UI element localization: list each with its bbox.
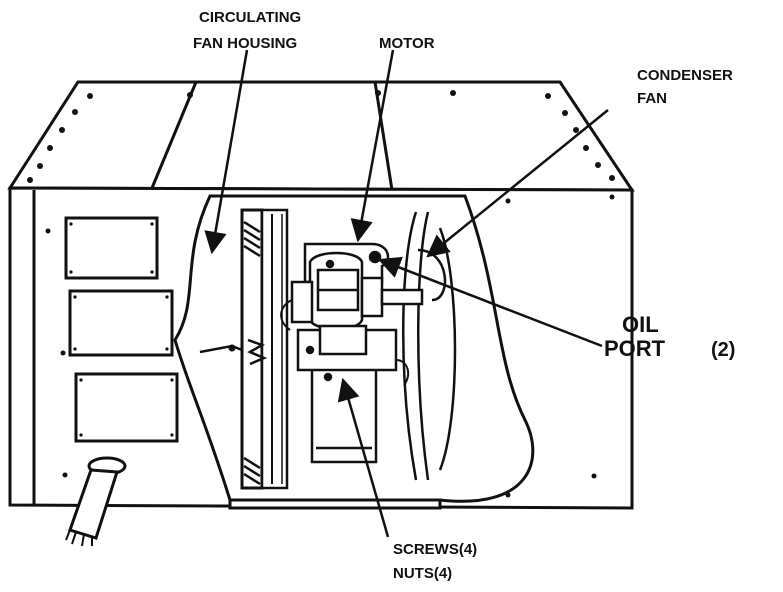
top-bolts xyxy=(27,90,615,183)
leader-condenser-fan xyxy=(426,109,609,258)
leader-motor xyxy=(350,49,395,243)
power-cord xyxy=(65,456,127,547)
leader-oil-port xyxy=(377,256,603,348)
label-circulating-line1: CIRCULATING xyxy=(199,9,302,26)
side-access-plates xyxy=(64,216,179,443)
label-oil-line1: OIL xyxy=(622,312,659,337)
motor-assembly xyxy=(290,242,424,464)
circulating-fan xyxy=(199,208,289,490)
internal-wiring xyxy=(280,299,410,386)
label-nuts: NUTS(4) xyxy=(393,565,453,582)
label-fan-line2: FAN xyxy=(637,90,667,107)
leader-screws-nuts xyxy=(337,377,390,538)
label-oil-count: (2) xyxy=(711,339,736,361)
label-port-line2: PORT xyxy=(604,336,666,361)
label-motor: MOTOR xyxy=(379,35,435,52)
label-screws: SCREWS(4) xyxy=(393,541,478,558)
leader-lines xyxy=(204,49,609,538)
leader-circulating-fan-housing xyxy=(204,49,249,255)
unit-top-panel xyxy=(7,80,635,192)
label-condenser-line1: CONDENSER xyxy=(637,67,733,84)
label-fan-housing-line2: FAN HOUSING xyxy=(193,35,298,52)
